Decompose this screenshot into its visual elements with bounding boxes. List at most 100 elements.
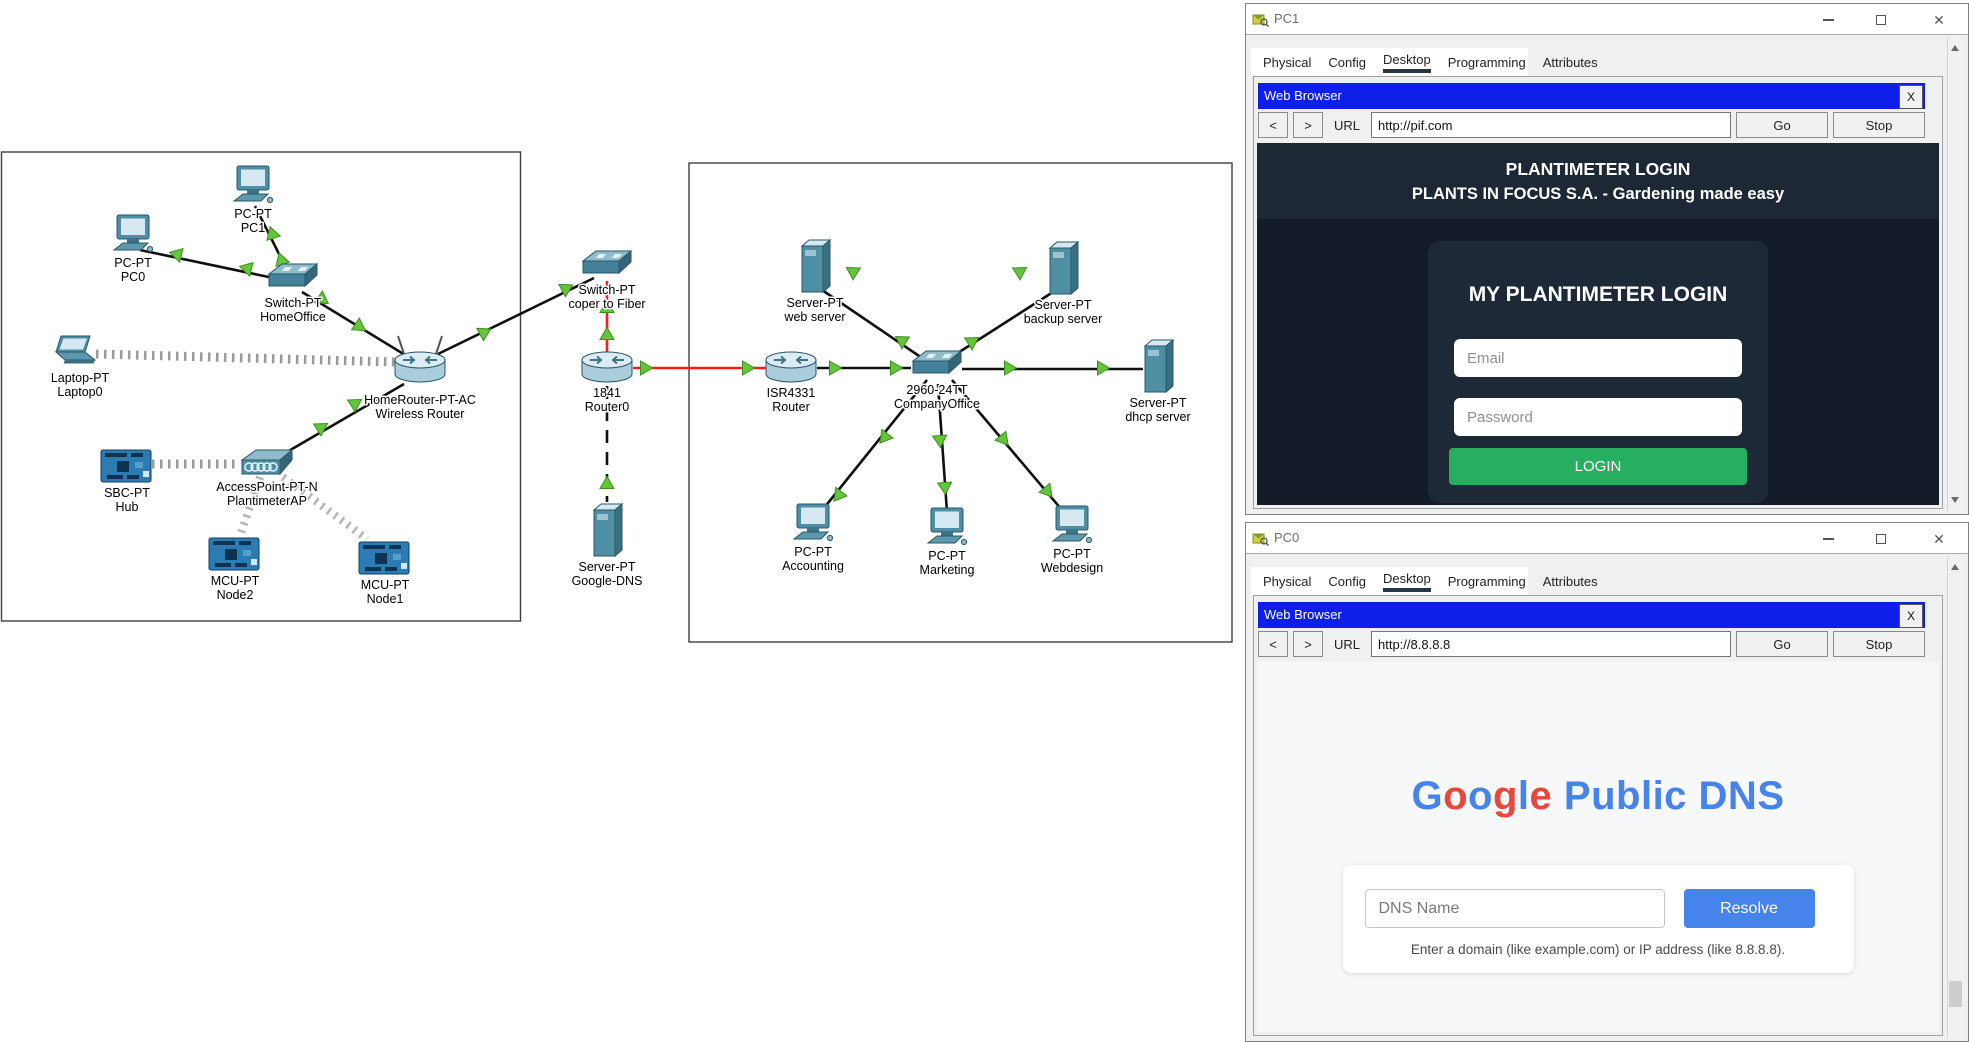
link-pc0-homeoffice[interactable] (139, 248, 284, 282)
device-label: Router (772, 400, 810, 414)
packet-tracer-icon (1252, 11, 1270, 32)
device-label: Hub (116, 500, 139, 514)
device-switch-fiber[interactable]: Switch-PT coper to Fiber (567, 250, 647, 313)
minimize-button[interactable] (1813, 10, 1843, 30)
device-label: PC1 (241, 221, 265, 235)
device-node1[interactable]: MCU-PT Node1 (358, 541, 411, 608)
go-button[interactable]: Go (1736, 112, 1828, 138)
tab-desktop[interactable]: Desktop (1383, 571, 1431, 592)
login-card: MY PLANTIMETER LOGIN LOGIN (1428, 241, 1768, 503)
link-laptop-homerouter[interactable] (95, 349, 397, 367)
back-button[interactable]: < (1258, 112, 1288, 138)
pc-icon (113, 214, 154, 253)
device-webserver[interactable]: Server-PT web server (782, 239, 847, 326)
device-accesspoint[interactable]: AccessPoint-PT-N PlantimeterAP (215, 449, 319, 510)
pc0-scrollbar[interactable] (1947, 556, 1963, 1038)
device-label: Router0 (585, 400, 630, 414)
device-pc0[interactable]: PC-PT PC0 (113, 214, 154, 286)
device-label: SBC-PT (104, 486, 150, 500)
forward-button[interactable]: > (1293, 631, 1323, 657)
tab-desktop[interactable]: Desktop (1383, 52, 1431, 73)
web-browser-title: Web Browser (1264, 88, 1342, 103)
device-webdesign[interactable]: PC-PT Webdesign (1039, 505, 1105, 577)
minimize-button[interactable] (1813, 529, 1843, 549)
device-laptop0[interactable]: Laptop-PT Laptop0 (49, 335, 111, 401)
device-companyoffice[interactable]: 2960-24TT CompanyOffice (893, 350, 982, 413)
tab-programming[interactable]: Programming (1447, 54, 1526, 70)
tab-config[interactable]: Config (1328, 54, 1366, 70)
close-button[interactable]: ✕ (1933, 12, 1945, 28)
email-field[interactable] (1454, 339, 1742, 377)
device-label: Laptop0 (57, 385, 102, 399)
device-node2[interactable]: MCU-PT Node2 (208, 537, 261, 604)
wireless-links (95, 349, 397, 543)
url-input[interactable] (1371, 112, 1731, 138)
login-button[interactable]: LOGIN (1449, 448, 1747, 485)
device-google-dns[interactable]: Server-PT Google-DNS (570, 503, 644, 590)
back-button[interactable]: < (1258, 631, 1288, 657)
device-dhcpserver[interactable]: Server-PT dhcp server (1124, 339, 1192, 426)
password-field[interactable] (1454, 398, 1742, 436)
device-isr4331[interactable]: ISR4331 Router (765, 351, 817, 416)
tab-physical[interactable]: Physical (1263, 573, 1312, 589)
dns-name-input[interactable] (1364, 889, 1665, 928)
device-homerouter[interactable]: HomeRouter-PT-AC Wireless Router (363, 336, 477, 423)
google-dns-page: Google Public DNS Resolve Enter a domain… (1257, 662, 1939, 1032)
scroll-up-icon[interactable] (1951, 45, 1959, 51)
device-switch-homeoffice[interactable]: Switch-PT HomeOffice (259, 263, 327, 326)
device-label: Node2 (217, 588, 254, 602)
device-accounting[interactable]: PC-PT Accounting (781, 503, 845, 575)
pc0-desktop-panel: Web Browser X < > URL Go Stop Google Pub… (1253, 595, 1943, 1036)
pc1-titlebar[interactable]: PC1 ✕ (1246, 4, 1968, 35)
device-sbc-hub[interactable]: SBC-PT Hub (100, 449, 152, 516)
stop-button[interactable]: Stop (1833, 112, 1925, 138)
device-backupserver[interactable]: Server-PT backup server (1022, 241, 1104, 328)
link-homerouter-accesspoint[interactable] (279, 382, 405, 458)
mcu-board-icon (208, 537, 260, 571)
company-network-box (688, 162, 1233, 643)
link-companyoffice-webserver[interactable] (821, 288, 926, 362)
go-button[interactable]: Go (1736, 631, 1828, 657)
link-homerouter-switchfiber[interactable] (437, 276, 595, 356)
browser-nav: < > URL Go Stop (1258, 630, 1925, 658)
maximize-button[interactable] (1866, 10, 1896, 30)
tab-attributes[interactable]: Attributes (1542, 54, 1598, 70)
packet-tracer-icon (1252, 530, 1270, 551)
resolve-button[interactable]: Resolve (1683, 889, 1815, 928)
device-router0[interactable]: 1841 Router0 (581, 351, 633, 416)
forward-button[interactable]: > (1293, 112, 1323, 138)
web-browser-close-button[interactable]: X (1899, 604, 1923, 628)
device-label: Server-PT (1130, 396, 1187, 410)
link-companyoffice-accounting[interactable] (822, 379, 929, 509)
plantimeter-header: PLANTIMETER LOGIN PLANTS IN FOCUS S.A. -… (1257, 143, 1939, 219)
tab-programming[interactable]: Programming (1447, 573, 1526, 589)
link-accesspoint-node1[interactable] (280, 473, 370, 543)
maximize-button[interactable] (1866, 529, 1896, 549)
device-label: backup server (1024, 312, 1103, 326)
device-label: PlantimeterAP (227, 494, 307, 508)
device-label: MCU-PT (211, 574, 260, 588)
ethernet-links (139, 205, 1143, 513)
tab-physical[interactable]: Physical (1263, 54, 1312, 70)
link-accesspoint-node2[interactable] (237, 475, 264, 535)
close-button[interactable]: ✕ (1933, 531, 1945, 547)
pc1-tabs: Physical Config Desktop Programming Attr… (1251, 48, 1598, 76)
scroll-up-icon[interactable] (1951, 564, 1959, 570)
device-label: ISR4331 (767, 386, 816, 400)
device-marketing[interactable]: PC-PT Marketing (918, 507, 976, 579)
device-label: PC-PT (794, 545, 832, 559)
logo-rest: Public DNS (1552, 774, 1785, 818)
pc1-scrollbar[interactable] (1947, 37, 1963, 511)
link-companyoffice-backupserver[interactable] (949, 290, 1054, 360)
tab-config[interactable]: Config (1328, 573, 1366, 589)
tab-attributes[interactable]: Attributes (1542, 573, 1598, 589)
web-browser-close-button[interactable]: X (1899, 85, 1923, 109)
scroll-down-icon[interactable] (1951, 497, 1959, 503)
device-label: Webdesign (1041, 561, 1103, 575)
device-pc1[interactable]: PC-PT PC1 (233, 165, 274, 237)
stop-button[interactable]: Stop (1833, 631, 1925, 657)
server-icon (801, 239, 831, 293)
url-input[interactable] (1371, 631, 1731, 657)
scroll-thumb[interactable] (1949, 981, 1962, 1007)
pc0-titlebar[interactable]: PC0 ✕ (1246, 523, 1968, 554)
